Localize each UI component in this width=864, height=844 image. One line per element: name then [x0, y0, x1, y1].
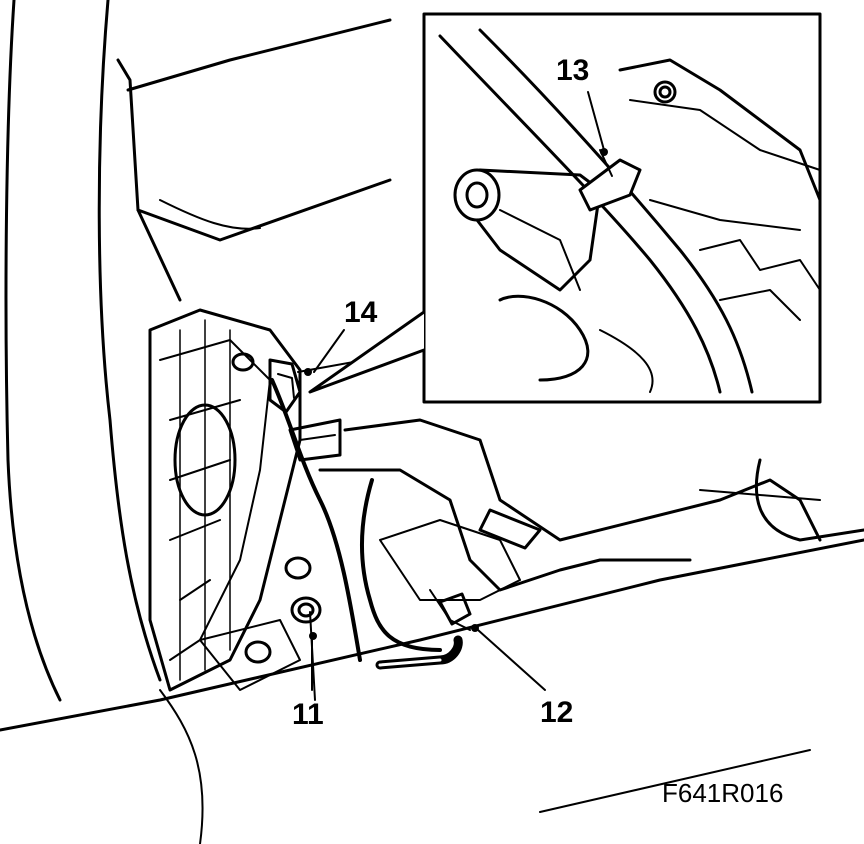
bolt-11 — [284, 556, 322, 701]
callout-13: 13 — [556, 54, 590, 87]
callout-14: 14 — [344, 296, 378, 329]
fender-outline — [4, 0, 392, 702]
leader-dots — [304, 148, 608, 640]
figure-id-rule — [539, 749, 811, 813]
callout-11: 11 — [292, 698, 324, 731]
figure-id: F641R016 — [662, 778, 784, 808]
callout-12: 12 — [540, 696, 574, 729]
view-edge — [0, 538, 864, 844]
inset-detail — [438, 28, 822, 394]
right-body-panel — [699, 458, 864, 542]
inset-frame — [308, 12, 822, 404]
leader-lines — [311, 91, 605, 691]
intake-housing — [288, 418, 822, 631]
engine-mount — [148, 308, 302, 692]
